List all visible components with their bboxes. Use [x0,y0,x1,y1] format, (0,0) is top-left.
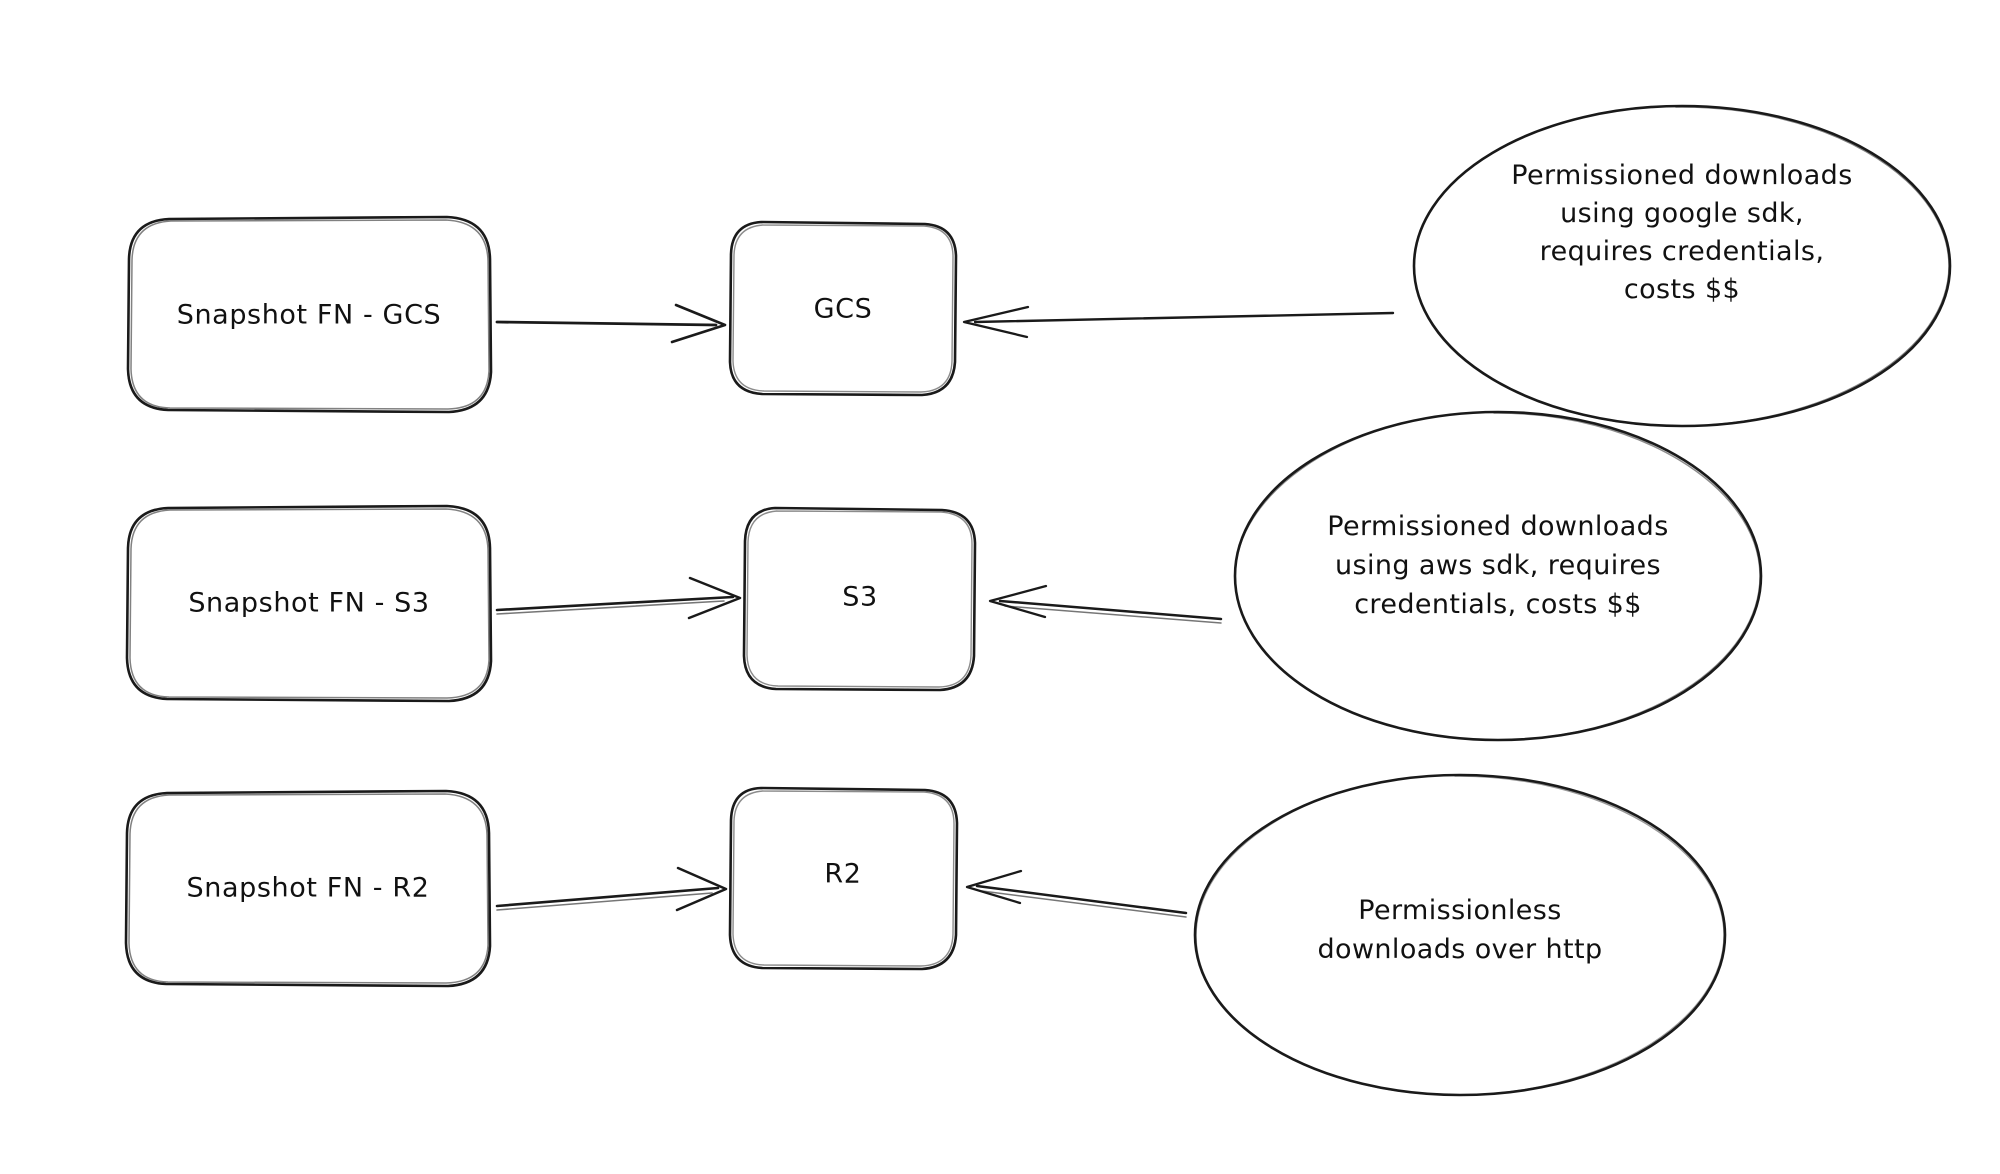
node-r2[interactable]: R2 [728,786,959,971]
note-ellipse-gcs[interactable]: Permissioned downloads using google sdk,… [1412,104,1952,428]
note-line: Permissioned downloads [1511,160,1852,191]
note-line: using aws sdk, requires [1335,550,1661,581]
edge-snapshot-s3-to-s3 [495,576,742,620]
note-line: Permissioned downloads [1327,511,1668,542]
note-line: requires credentials, [1540,236,1825,267]
node-snapshot-fn-r2[interactable]: Snapshot FN - R2 [124,789,492,988]
node-label-r2: R2 [824,859,861,890]
note-line: Permissionless [1358,895,1561,926]
note-line: using google sdk, [1560,198,1804,229]
note-line: credentials, costs $$ [1354,589,1642,620]
edge-snapshot-r2-to-r2 [495,866,728,912]
node-label-s3: S3 [842,582,878,613]
node-label-snapshot-fn-r2: Snapshot FN - R2 [187,873,430,904]
node-gcs[interactable]: GCS [728,220,958,397]
note-line: costs $$ [1624,274,1740,305]
node-label-snapshot-fn-gcs: Snapshot FN - GCS [177,300,442,331]
node-snapshot-fn-s3[interactable]: Snapshot FN - S3 [125,504,493,703]
node-label-gcs: GCS [814,294,873,325]
edge-note-r2-to-r2 [965,869,1188,918]
node-s3[interactable]: S3 [742,506,977,692]
node-label-snapshot-fn-s3: Snapshot FN - S3 [188,588,429,619]
note-ellipse-r2[interactable]: Permissionless downloads over http [1193,773,1727,1097]
edge-snapshot-gcs-to-gcs [495,303,727,344]
node-snapshot-fn-gcs[interactable]: Snapshot FN - GCS [126,215,493,414]
note-ellipse-s3[interactable]: Permissioned downloads using aws sdk, re… [1233,410,1763,742]
edge-note-s3-to-s3 [988,584,1223,624]
edge-note-gcs-to-gcs [962,305,1395,339]
note-line: downloads over http [1317,934,1602,965]
